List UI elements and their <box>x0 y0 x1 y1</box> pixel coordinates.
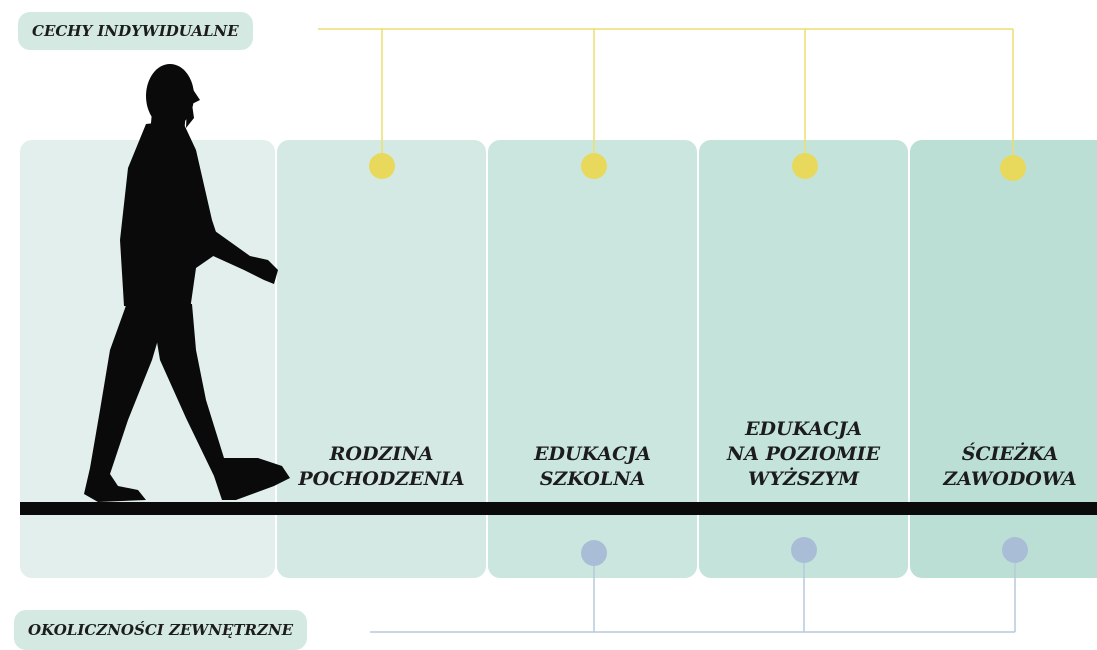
individual-markers <box>369 153 1026 181</box>
individual-marker-3 <box>1000 155 1026 181</box>
external-circumstances-tag: OKOLICZNOŚCI ZEWNĘTRZNE <box>14 610 308 650</box>
individual-traits-tag: CECHY INDYWIDUALNE <box>18 12 253 50</box>
stage-label-edukacja-wyzsza: EDUKACJA NA POZIOMIE WYŻSZYM <box>726 418 881 490</box>
stage-label-edukacja-szkolna: EDUKACJA SZKOLNA <box>534 443 651 490</box>
stage-label-rodzina-pochodzenia: RODZINA POCHODZENIA <box>298 443 465 490</box>
external-marker-0 <box>581 540 607 566</box>
individual-marker-0 <box>369 153 395 179</box>
walking-man-silhouette-icon <box>84 64 290 502</box>
ground-line <box>20 502 1097 515</box>
external-marker-1 <box>791 537 817 563</box>
external-marker-2 <box>1002 537 1028 563</box>
external-connectors <box>370 550 1016 633</box>
individual-marker-2 <box>792 153 818 179</box>
individual-marker-1 <box>581 153 607 179</box>
external-markers <box>581 537 1028 566</box>
stage-label-sciezka-zawodowa: ŚCIEŻKA ZAWODOWA <box>943 443 1077 490</box>
individual-connectors <box>318 28 1014 168</box>
